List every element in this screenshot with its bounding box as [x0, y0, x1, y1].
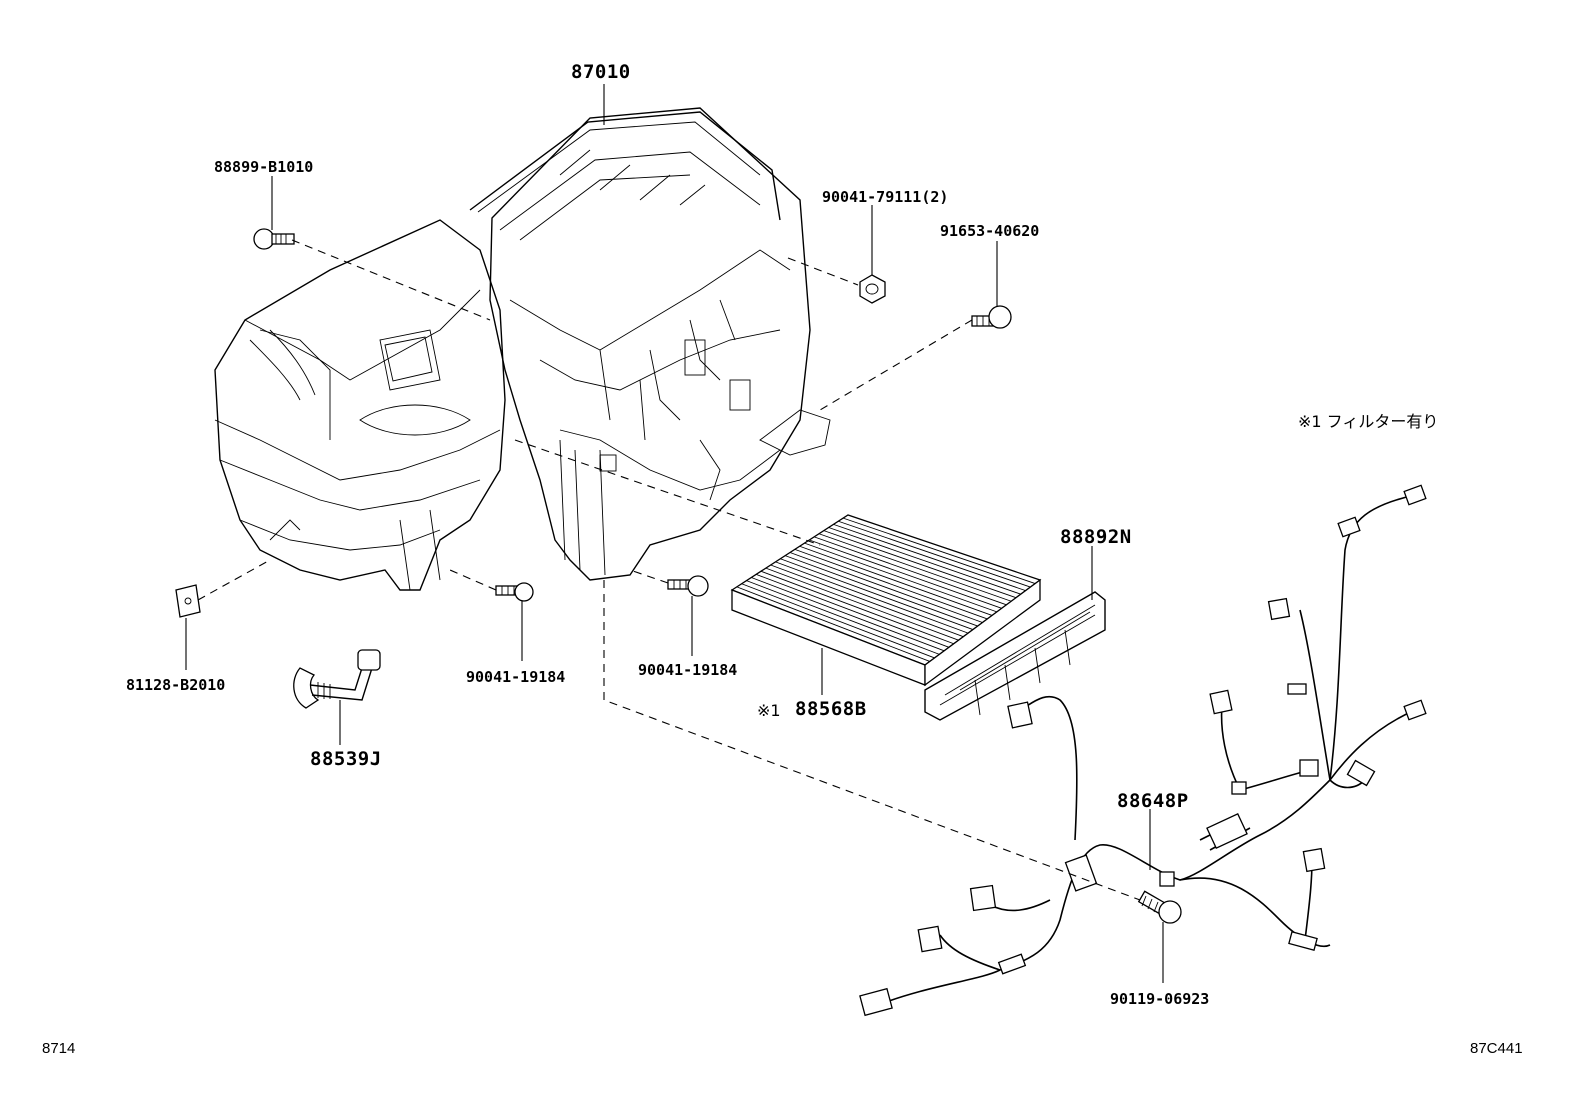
filter-pleat: [760, 570, 954, 645]
footer-left-code: 8714: [42, 1040, 76, 1057]
label-clip-left: 81128-B2010: [126, 676, 226, 694]
filter-pleat: [741, 583, 935, 659]
label-screw-b: 90041-19184: [638, 661, 738, 679]
filter-pleat: [804, 542, 998, 613]
label-nut: 90041-79111(2): [822, 188, 949, 206]
filter-pleat: [818, 533, 1012, 602]
filter-pleat: [794, 548, 988, 620]
filter-pleat: [789, 552, 983, 623]
clip-top-part: [253, 228, 295, 250]
wire-harness: [859, 484, 1427, 1017]
filter-pleat: [736, 586, 930, 662]
label-filter-mark: ※1: [757, 701, 781, 720]
cabin-filter: [730, 514, 1042, 687]
assembly-lines: [197, 239, 1141, 901]
filter-pleat: [799, 545, 993, 616]
filter-pleat: [843, 517, 1036, 584]
screw-a-part: [495, 582, 534, 602]
filter-pleat: [756, 573, 950, 648]
label-filter: 88568B: [795, 698, 867, 720]
label-harness: 88648P: [1117, 790, 1189, 812]
screw-right-part: [971, 305, 1012, 329]
filter-pleat: [770, 564, 964, 638]
filter-pleat: [765, 567, 959, 641]
filter-pleat: [823, 530, 1017, 599]
filter-pleat: [838, 520, 1031, 588]
filter-note: ※1 フィルター有り: [1298, 412, 1439, 431]
filter-pleat: [809, 539, 1002, 609]
label-clip-top: 88899-B1010: [214, 158, 314, 176]
label-heater-unit: 87010: [571, 61, 631, 83]
filter-pleat: [814, 536, 1007, 606]
filter-pleat: [775, 561, 969, 634]
clip-left-part: [175, 584, 201, 618]
filter-pleat: [828, 527, 1021, 595]
filter-pleat: [751, 577, 945, 652]
label-hose: 88539J: [310, 748, 382, 770]
filter-pleat: [833, 523, 1026, 592]
hose-part: [293, 649, 381, 709]
nut-part: [859, 274, 886, 304]
heater-unit-assembly: [214, 107, 831, 591]
label-screw-right: 91653-40620: [940, 222, 1040, 240]
label-screw-a: 90041-19184: [466, 668, 566, 686]
label-filter-cover: 88892N: [1060, 526, 1132, 548]
filter-cover: [924, 591, 1106, 721]
filter-pleat: [746, 580, 940, 655]
leader-lines: [185, 84, 1164, 983]
footer-right-code: 87C441: [1470, 1040, 1523, 1057]
filter-pleat: [780, 558, 974, 631]
filter-pleat: [785, 555, 978, 627]
label-bolt: 90119-06923: [1110, 990, 1210, 1008]
bolt-part: [1137, 890, 1182, 924]
screw-b-part: [667, 575, 709, 597]
